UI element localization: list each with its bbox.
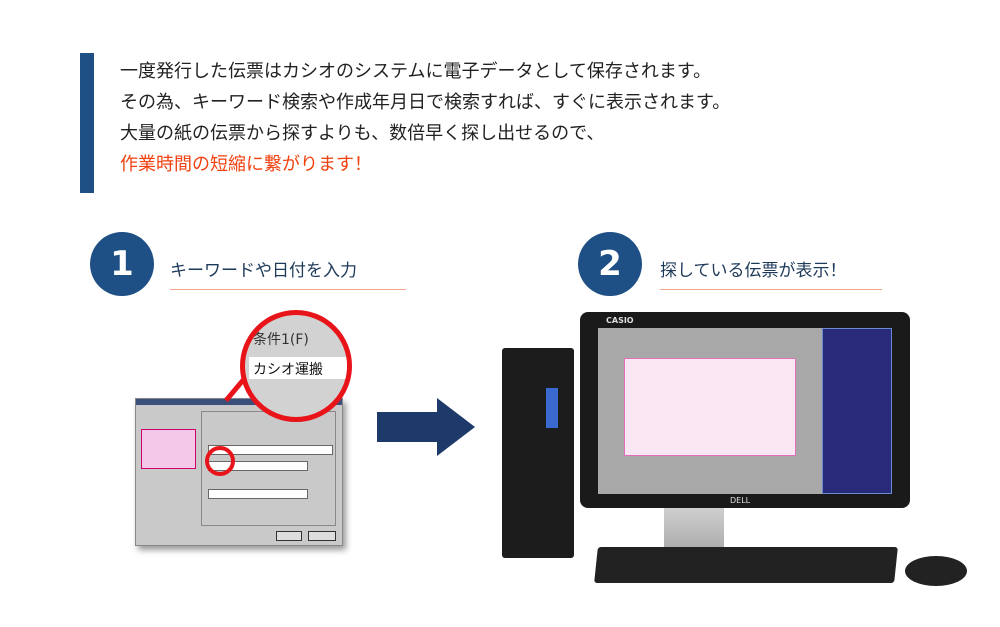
intro-line-2: その為、キーワード検索や作成年月日で検索すれば、すぐに表示されます。 <box>120 92 731 113</box>
desktop-tower <box>502 348 574 558</box>
keyboard <box>594 547 898 583</box>
step-2-number: 2 <box>578 232 642 296</box>
search-dialog-illustration <box>135 398 343 546</box>
monitor: CASIO DELL <box>580 312 910 508</box>
monitor-brand: CASIO <box>606 316 634 325</box>
zoom-callout-label: 条件1(F) <box>253 332 309 348</box>
intro-highlight: 作業時間の短縮に繋がります！ <box>120 154 372 175</box>
zoom-callout-circle: 条件1(F) カシオ運搬 <box>240 310 352 422</box>
zoom-callout-value: カシオ運搬 <box>249 357 347 379</box>
stand-brand: DELL <box>730 496 751 505</box>
arrow-right-icon <box>377 412 437 442</box>
accent-bar <box>80 53 94 193</box>
button-panel <box>822 328 892 494</box>
intro-line-1: 一度発行した伝票はカシオのシステムに電子データとして保存されます。 <box>120 61 712 82</box>
intro-line-3: 大量の紙の伝票から探すよりも、数倍早く探し出せるので、 <box>120 123 605 144</box>
monitor-screen <box>598 328 892 494</box>
step-1-number: 1 <box>90 232 154 296</box>
mouse <box>905 556 967 586</box>
step-1-label: キーワードや日付を入力 <box>170 256 406 290</box>
slip-image <box>624 358 796 456</box>
step-2-label: 探している伝票が表示！ <box>660 256 882 290</box>
arrow-head <box>437 398 475 456</box>
small-highlight-circle <box>205 446 235 476</box>
